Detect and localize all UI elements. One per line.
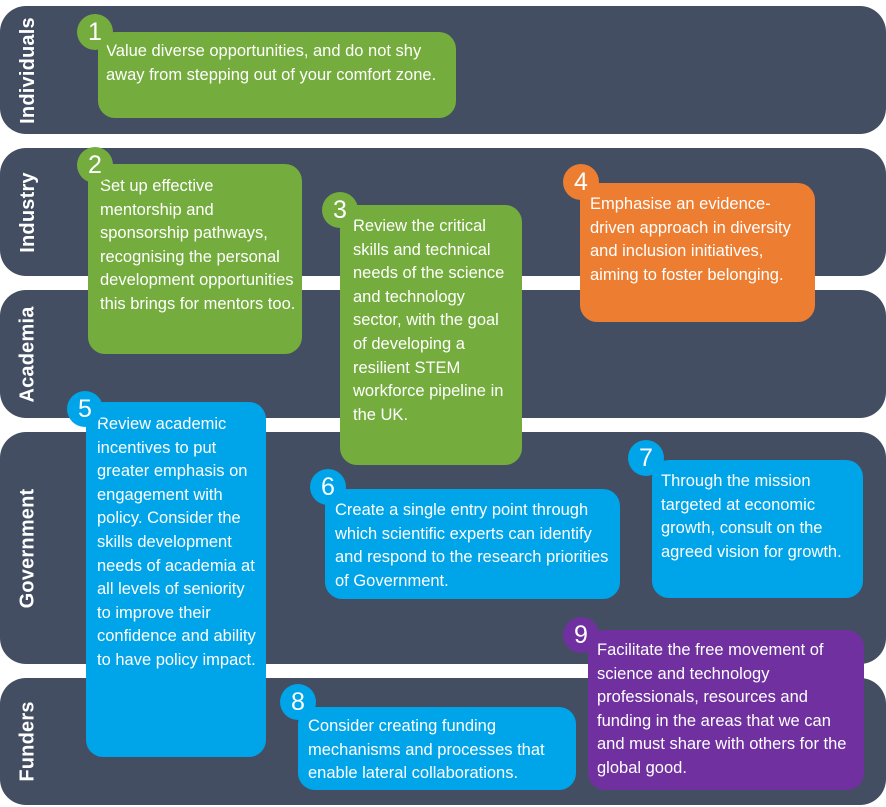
band-label-individuals: Individuals xyxy=(16,16,39,124)
recommendation-text-7: Through the mission targeted at economic… xyxy=(661,472,842,561)
band-label-funders: Funders xyxy=(16,701,39,782)
recommendation-number-5: 5 xyxy=(67,391,103,427)
recommendation-text-5: Review academic incentives to put greate… xyxy=(97,415,256,669)
recommendation-text-3: Review the critical skills and technical… xyxy=(353,217,505,424)
recommendation-number-2: 2 xyxy=(77,147,113,183)
recommendation-number-7: 7 xyxy=(628,440,664,476)
band-label-academia: Academia xyxy=(16,305,39,403)
band-label-government: Government xyxy=(16,488,39,608)
recommendation-text-2: Set up effective mentorship and sponsors… xyxy=(100,177,296,313)
recommendation-text-4: Emphasise an evidence-driven approach in… xyxy=(590,195,791,284)
recommendation-card-4: Emphasise an evidence-driven approach in… xyxy=(580,183,815,322)
recommendation-number-6: 6 xyxy=(310,469,346,505)
recommendation-number-8: 8 xyxy=(280,684,316,720)
recommendation-card-9: Facilitate the free movement of science … xyxy=(588,630,864,790)
recommendation-card-6: Create a single entry point through whic… xyxy=(325,489,620,599)
recommendation-text-8: Consider creating funding mechanisms and… xyxy=(308,717,545,783)
recommendation-card-5: Review academic incentives to put greate… xyxy=(86,402,266,757)
recommendation-number-4: 4 xyxy=(563,164,599,200)
recommendation-card-2: Set up effective mentorship and sponsors… xyxy=(88,164,302,354)
recommendation-card-8: Consider creating funding mechanisms and… xyxy=(298,707,576,790)
recommendation-card-7: Through the mission targeted at economic… xyxy=(652,460,863,598)
recommendation-card-3: Review the critical skills and technical… xyxy=(340,205,522,465)
recommendation-text-1: Value diverse opportunities, and do not … xyxy=(106,42,437,84)
band-label-industry: Industry xyxy=(16,171,39,253)
recommendation-text-9: Facilitate the free movement of science … xyxy=(597,641,847,777)
recommendation-number-9: 9 xyxy=(563,617,599,653)
recommendation-number-1: 1 xyxy=(77,14,113,50)
recommendation-card-1: Value diverse opportunities, and do not … xyxy=(98,32,456,118)
recommendation-text-6: Create a single entry point through whic… xyxy=(335,501,609,590)
recommendation-number-3: 3 xyxy=(322,192,358,228)
